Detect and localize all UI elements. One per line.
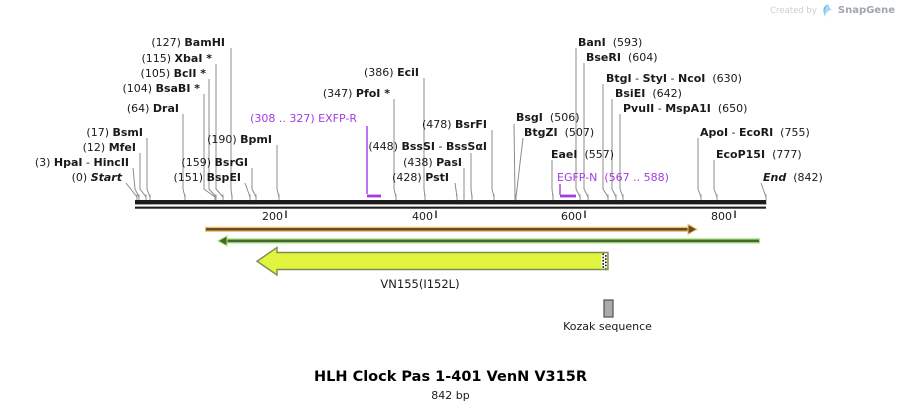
label-end[interactable]: End (842) (763, 170, 823, 184)
label-bsiei[interactable]: BsiEI (642) (615, 86, 682, 100)
label-btgzi[interactable]: BtgZI (507) (524, 125, 595, 139)
leader-line-bsrgi (251, 168, 257, 198)
label-eaei[interactable]: EaeI (557) (551, 147, 615, 161)
vn155-feature-label: VN155(I152L) (380, 277, 460, 291)
label-bseri[interactable]: BseRI (604) (586, 50, 658, 64)
cds-truncation-mark (601, 253, 607, 269)
label-psti[interactable]: (428) PstI (392, 170, 449, 184)
leader-line-bani (575, 48, 581, 198)
leader-line-btgzi (515, 137, 524, 198)
label-mfei[interactable]: (12) MfeI (82, 140, 136, 154)
created-by-text: Created by (770, 5, 817, 16)
leader-line-start (125, 182, 138, 198)
leader-line-btgi-styi-ncoi (602, 84, 609, 198)
leader-line-hpai-hincii (132, 167, 140, 198)
map-title: HLH Clock Pas 1-401 VenN V315R (314, 369, 587, 385)
leader-line-bsgi (513, 123, 516, 198)
label-hpai-hincii[interactable]: (3) HpaI - HincII (34, 155, 129, 169)
leader-line-bamhi (230, 48, 233, 198)
ruler-number-400: 400 (412, 210, 433, 223)
snapgene-brand-text: SnapGene (837, 5, 895, 16)
map-length: 842 bp (431, 389, 470, 402)
forward-strand-feature[interactable] (205, 223, 699, 236)
leader-line-end (760, 182, 767, 198)
snapgene-credit: Created by SnapGene (770, 4, 895, 17)
leader-line-drai (182, 114, 186, 198)
label-pvuii-mspa1i[interactable]: PvuII - MspA1I (650) (623, 101, 748, 115)
label-ecii[interactable]: (386) EciI (364, 65, 419, 79)
label-btgi-styi-ncoi[interactable]: BtgI - StyI - NcoI (630) (606, 71, 742, 85)
label-bsabi[interactable]: (104) BsaBI * (122, 81, 200, 95)
leader-line-bsssi-bsss-i (470, 153, 473, 198)
leader-line-apoi-ecori (697, 138, 702, 198)
leader-line-pfoi (393, 99, 397, 198)
label-drai[interactable]: (64) DraI (126, 101, 179, 115)
label-bsssi-bsss-i[interactable]: (448) BssSI - BssSαI (368, 139, 487, 153)
leader-line-pvuii-mspa1i (619, 114, 624, 198)
leader-line-mfei (139, 153, 147, 198)
leader-line-bsabi (203, 94, 216, 198)
reverse-strand-feature[interactable] (216, 235, 760, 247)
label-start[interactable]: (0) Start (71, 170, 122, 184)
label-pfoi[interactable]: (347) PfoI * (322, 86, 390, 100)
kozak-sequence-label: Kozak sequence (563, 320, 652, 333)
sequence-bar (135, 200, 766, 205)
leader-line-bpmi (276, 145, 280, 198)
snapgene-logo-icon (823, 4, 832, 17)
leader-line-bcli (208, 79, 217, 198)
ruler-number-800: 800 (711, 210, 732, 223)
label-bani[interactable]: BanI (593) (578, 35, 643, 49)
leader-line-bsrfi (491, 130, 495, 198)
label-bsmi[interactable]: (17) BsmI (86, 125, 143, 139)
label-ecop15i[interactable]: EcoP15I (777) (716, 147, 802, 161)
leader-line-ecop15i (713, 160, 718, 198)
leader-line-bsiei (611, 99, 617, 198)
ruler-number-600: 600 (561, 210, 582, 223)
label-bsgi[interactable]: BsgI (506) (516, 110, 580, 124)
label-bcli[interactable]: (105) BclI * (140, 66, 206, 80)
label-apoi-ecori[interactable]: ApoI - EcoRI (755) (700, 125, 810, 139)
label-bpmi[interactable]: (190) BpmI (207, 132, 272, 146)
leader-line-bsmi (146, 138, 151, 198)
ruler-number-200: 200 (262, 210, 283, 223)
leader-line-ecii (423, 78, 426, 198)
kozak-sequence-box[interactable] (603, 299, 614, 318)
label-bamhi[interactable]: (127) BamHI (151, 35, 225, 49)
leader-line-bseri (583, 63, 589, 198)
label-bsrgi[interactable]: (159) BsrGI (181, 155, 248, 169)
label-bsrfi[interactable]: (478) BsrFI (421, 117, 487, 131)
label-xbai[interactable]: (115) XbaI * (141, 51, 212, 65)
label-egfp-n[interactable]: EGFP-N (567 .. 588) (557, 170, 669, 184)
leader-line-xbai (215, 64, 224, 198)
leader-line-bspei (244, 182, 251, 198)
label-bspei[interactable]: (151) BspEI (173, 170, 241, 184)
label-exfp-r[interactable]: (308 .. 327) EXFP-R (250, 111, 357, 125)
vn155-cds-arrow[interactable] (255, 246, 609, 277)
leader-line-psti (454, 182, 458, 198)
sequence-bar-underline (135, 206, 766, 209)
leader-line-eaei (551, 160, 554, 198)
label-pasi[interactable]: (438) PasI (403, 155, 462, 169)
